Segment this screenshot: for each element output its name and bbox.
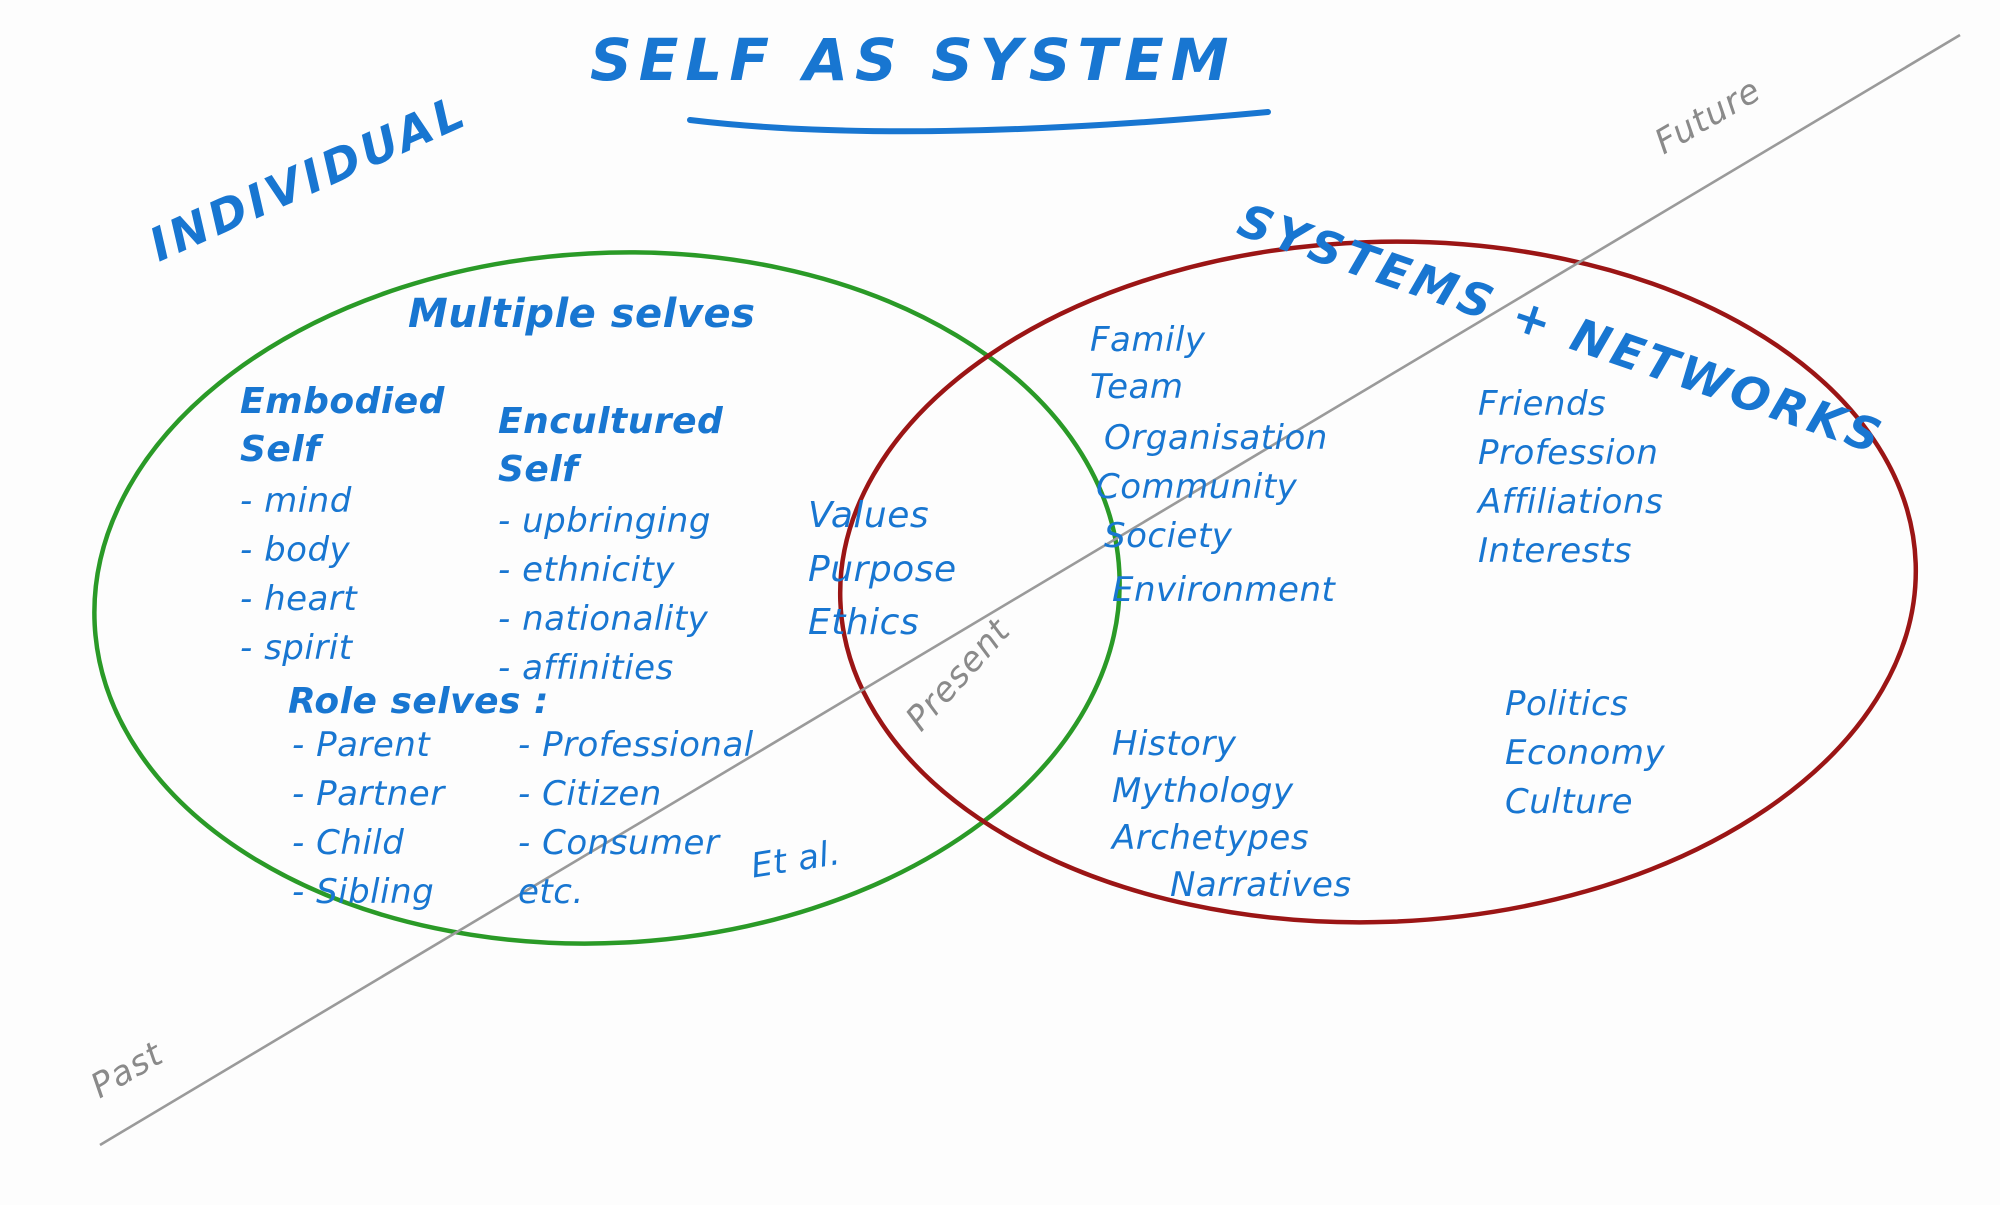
affiliations-group-block: Friends Profession Affiliations Interest… — [1478, 382, 1663, 574]
forces-group-block: Politics Economy Culture — [1505, 682, 1665, 825]
narratives-group-block: History Mythology Archetypes Narratives — [1112, 722, 1352, 908]
center-item-values: Values — [808, 495, 930, 536]
affiliations-item-interests: Interests — [1478, 530, 1632, 571]
systems-item-organisation: Organisation — [1104, 417, 1328, 458]
role-item-child: - Child — [292, 822, 405, 863]
role-selves-heading: Role selves : — [288, 681, 549, 722]
affiliations-item-profession: Profession — [1478, 432, 1659, 473]
et-al-footnote: Et al. — [748, 832, 844, 887]
embodied-self-item-mind: - mind — [240, 481, 352, 522]
forces-item-politics: Politics — [1505, 684, 1629, 724]
affiliations-item-affiliations: Affiliations — [1478, 481, 1664, 522]
encultured-self-block: Encultured Self - upbringing - ethnicity… — [498, 398, 723, 691]
narratives-item-archetypes: Archetypes — [1112, 817, 1310, 858]
forces-item-culture: Culture — [1505, 781, 1634, 822]
embodied-self-heading-line2: Self — [240, 428, 321, 470]
systems-item-environment: Environment — [1112, 570, 1336, 611]
role-item-sibling: - Sibling — [292, 871, 435, 912]
left-circle-label: INDIVIDUAL — [141, 83, 476, 273]
embodied-self-item-spirit: - spirit — [240, 627, 353, 668]
encultured-self-heading-line1: Encultured — [498, 401, 724, 442]
affiliations-item-friends: Friends — [1478, 384, 1607, 424]
encultured-self-item-nationality: - nationality — [498, 598, 709, 639]
role-item-etc: etc. — [518, 871, 584, 912]
forces-item-economy: Economy — [1505, 732, 1666, 773]
timeline-label-past: Past — [84, 1033, 171, 1107]
role-item-partner: - Partner — [292, 773, 445, 814]
narratives-item-narratives: Narratives — [1170, 864, 1352, 905]
narratives-item-mythology: Mythology — [1112, 770, 1294, 811]
embodied-self-item-body: - body — [240, 529, 351, 570]
systems-item-team: Team — [1090, 366, 1184, 407]
systems-group-block: Family Team Organisation Community Socie… — [1090, 318, 1335, 613]
center-item-ethics: Ethics — [808, 602, 920, 644]
title-underline — [687, 109, 1271, 135]
encultured-self-item-ethnicity: - ethnicity — [498, 549, 675, 590]
timeline-label-future: Future — [1648, 70, 1769, 163]
role-item-citizen: - Citizen — [518, 773, 662, 814]
center-item-purpose: Purpose — [808, 548, 957, 590]
role-item-consumer: - Consumer — [518, 822, 720, 863]
role-selves-column-b: - Professional - Citizen - Consumer etc. — [518, 723, 754, 915]
role-selves-column-a: - Parent - Partner - Child - Sibling — [292, 723, 445, 915]
systems-item-family: Family — [1090, 320, 1206, 360]
role-item-professional: - Professional — [518, 725, 754, 765]
embodied-self-heading-line1: Embodied — [240, 381, 445, 422]
embodied-self-item-heart: - heart — [240, 578, 358, 619]
encultured-self-item-affinities: - affinities — [498, 647, 674, 688]
encultured-self-heading-line2: Self — [498, 448, 579, 490]
right-circle-systems-networks — [837, 239, 1919, 925]
left-section-header: Multiple selves — [408, 291, 756, 337]
encultured-self-item-upbringing: - upbringing — [498, 501, 711, 542]
page-title: SELF AS SYSTEM — [590, 26, 1236, 94]
center-overlap-block: Values Purpose Ethics — [808, 492, 957, 647]
role-item-parent: - Parent — [292, 725, 431, 765]
systems-item-society: Society — [1104, 515, 1233, 556]
embodied-self-block: Embodied Self - mind - body - heart - sp… — [240, 378, 445, 671]
systems-item-community: Community — [1096, 466, 1298, 507]
narratives-item-history: History — [1112, 724, 1237, 764]
